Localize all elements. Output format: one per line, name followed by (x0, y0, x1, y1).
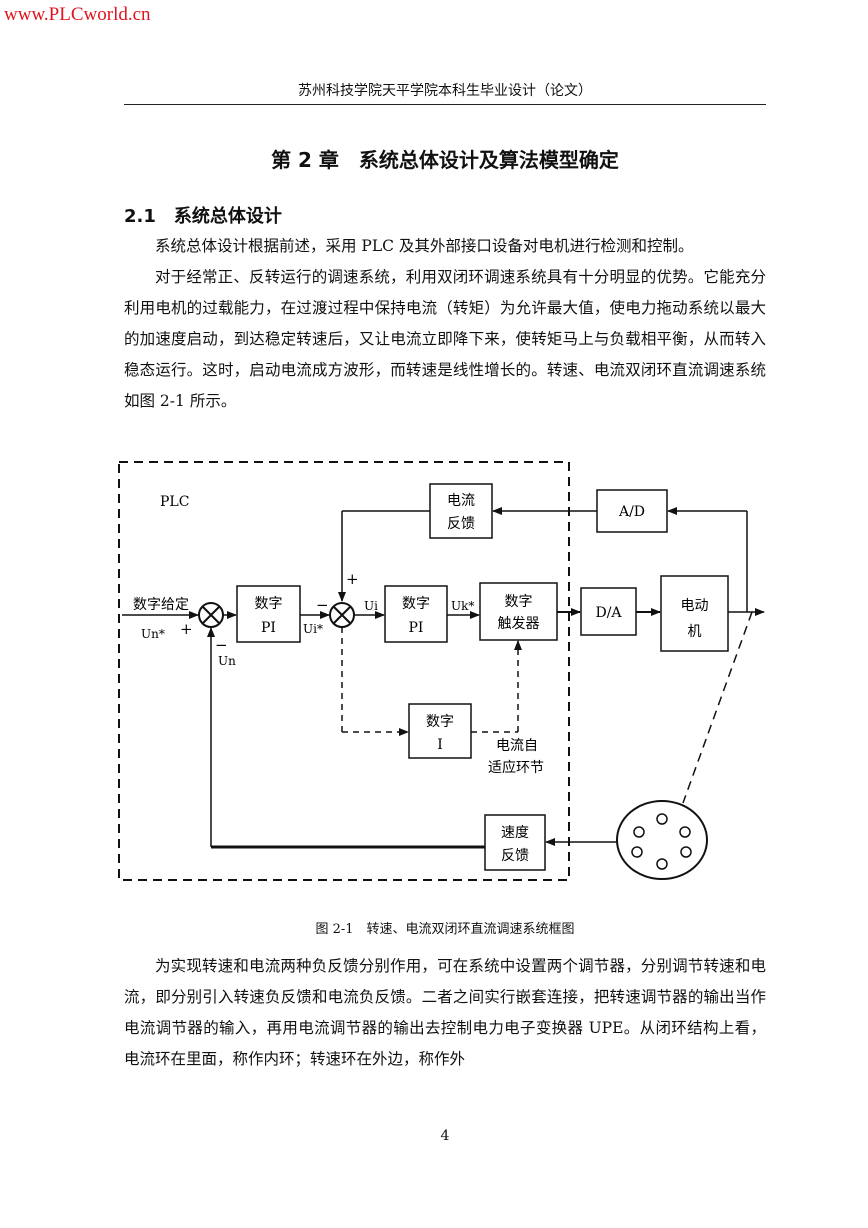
ui-star-label: Ui* (303, 622, 323, 636)
da-label: D/A (595, 605, 622, 621)
un-star-label: Un* (141, 627, 165, 641)
adaptive-bottom: 适应环节 (488, 759, 544, 776)
chapter-title: 第 2 章 系统总体设计及算法模型确定 (271, 148, 619, 172)
sum1-minus: − (215, 636, 228, 654)
header-rule (124, 104, 766, 105)
paragraph-2: 对于经常正、反转运行的调速系统，利用双闭环调速系统具有十分明显的优势。它能充分利… (124, 268, 766, 410)
ad-block (596, 489, 668, 533)
paragraph-1: 系统总体设计根据前述，采用 PLC 及其外部接口设备对电机进行检测和控制。 (155, 237, 694, 255)
sum2-plus: + (346, 570, 359, 588)
speed-feedback-bottom: 反馈 (501, 848, 529, 864)
trigger-block (479, 582, 558, 641)
motor-bottom: 机 (688, 624, 702, 640)
motor-block (660, 575, 729, 652)
running-head: 苏州科技学院天平学院本科生毕业设计（论文） (298, 83, 592, 99)
un-label: Un (218, 654, 236, 668)
trigger-top: 数字 (505, 594, 533, 610)
digital-i-block (408, 703, 472, 759)
trigger-bottom: 触发器 (498, 616, 540, 632)
speed-pi-block (236, 585, 301, 643)
speed-pi-top: 数字 (255, 596, 283, 612)
encoder-disk (616, 800, 708, 880)
digital-i-bottom: I (437, 737, 443, 753)
digital-i-top: 数字 (426, 714, 454, 730)
plc-label: PLC (160, 494, 189, 510)
ad-label: A/D (618, 504, 645, 520)
current-pi-block (384, 585, 448, 643)
plc-boundary (118, 461, 570, 881)
speed-feedback-top: 速度 (501, 825, 529, 841)
da-block (580, 587, 637, 636)
ui-label: Ui (364, 599, 378, 613)
watermark: www.PLCworld.cn (4, 4, 151, 25)
current-pi-bottom: PI (409, 620, 424, 636)
current-feedback-bottom: 反馈 (447, 516, 475, 532)
input-label: 数字给定 (133, 597, 189, 613)
figure-caption: 图 2-1 转速、电流双闭环直流调速系统框图 (315, 922, 575, 937)
paragraph-3: 为实现转速和电流两种负反馈分别作用，可在系统中设置两个调节器，分别调节转速和电流… (124, 957, 766, 1068)
sum1-plus: + (180, 620, 193, 638)
speed-pi-bottom: PI (261, 620, 276, 636)
adaptive-top: 电流自 (496, 738, 538, 754)
page-number: 4 (440, 1128, 450, 1144)
motor-top: 电动 (681, 598, 709, 614)
summing-junction-1 (198, 602, 224, 628)
section-title: 2.1 系统总体设计 (124, 206, 282, 227)
summing-junction-2 (329, 602, 355, 628)
current-feedback-block (429, 483, 493, 539)
sum2-minus: − (316, 596, 329, 614)
current-feedback-top: 电流 (447, 493, 475, 509)
speed-feedback-block (484, 814, 546, 871)
uk-star-label: Uk* (451, 599, 474, 613)
current-pi-top: 数字 (402, 596, 430, 612)
